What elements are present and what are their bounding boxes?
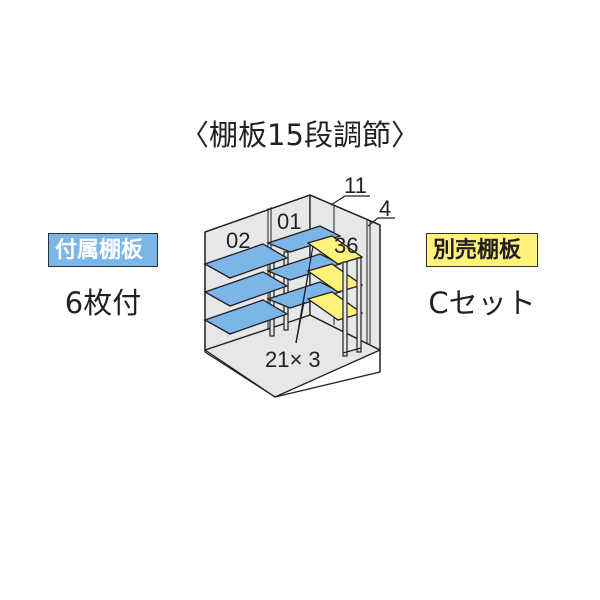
callout-4-line: [367, 217, 395, 227]
included-shelves-count: 6枚付: [64, 286, 142, 320]
label-shelf-02: 02: [226, 228, 250, 253]
shelf-01-top: [266, 225, 342, 253]
callout-11-line: [330, 195, 370, 206]
label-callout-4: 4: [379, 196, 391, 221]
label-callout-11: 11: [344, 173, 367, 198]
optional-shelf-top: [306, 235, 364, 265]
label-callout-21x3: 21× 3: [265, 347, 321, 372]
included-shelves-badge: 付属棚板: [48, 233, 158, 267]
label-shelf-36: 36: [334, 233, 358, 258]
page-title: 〈棚板15段調節〉: [180, 118, 420, 152]
label-shelf-01: 01: [277, 209, 301, 234]
optional-shelf-bottom: [306, 291, 364, 321]
optional-shelves-badge: 別売棚板: [426, 233, 538, 267]
shelf-02-mid: [203, 271, 289, 307]
shelf-02-bottom: [203, 299, 289, 335]
shelf-02-top: [203, 243, 289, 279]
optional-shelf-mid: [306, 263, 364, 293]
optional-shelves-set: Cセット: [428, 286, 536, 320]
